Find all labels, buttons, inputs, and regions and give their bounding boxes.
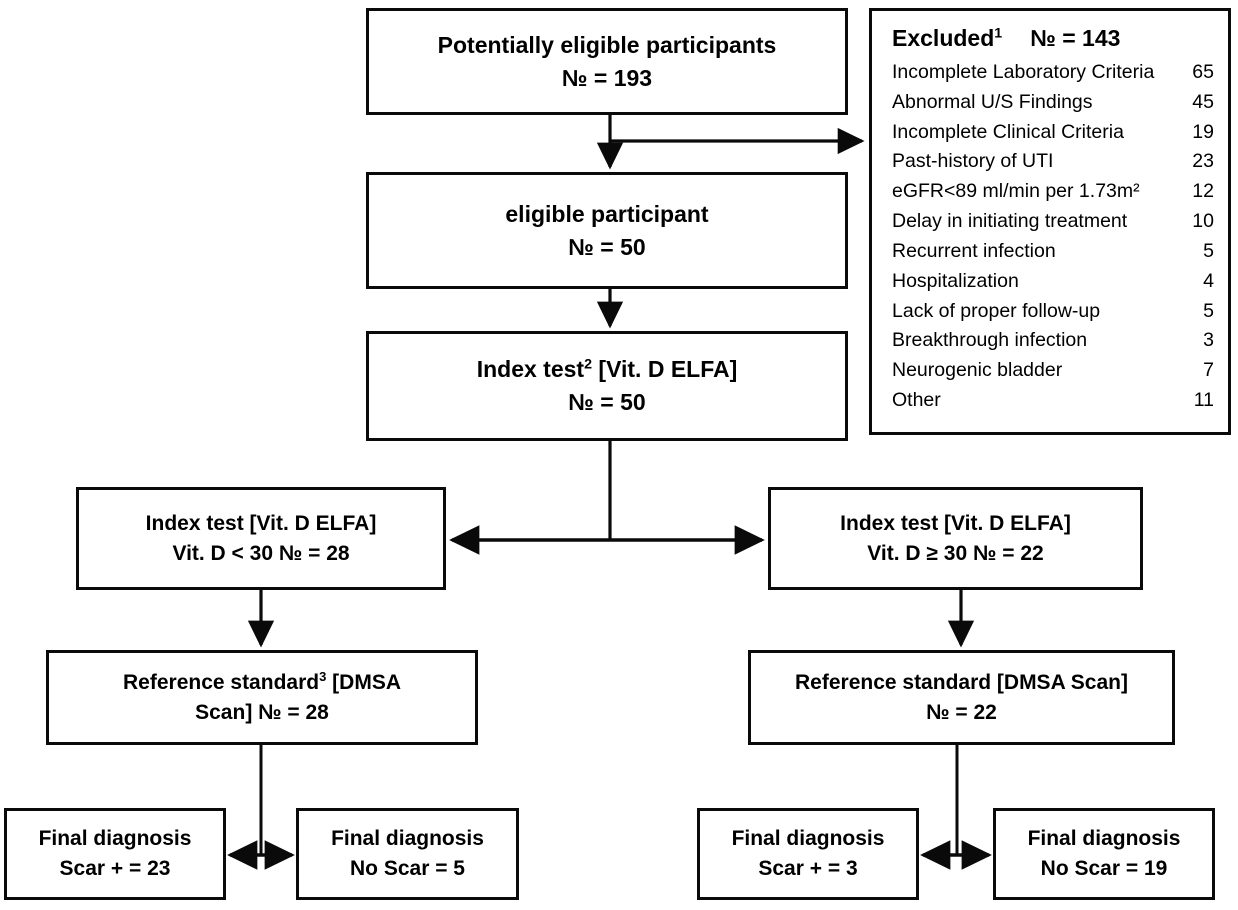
excluded-reason-count: 65 [1192,61,1214,83]
excluded-reason-row: Incomplete Clinical Criteria 19 [892,118,1214,148]
excluded-reason-label: Other [892,389,941,412]
node-line-primary: Final diagnosis [731,827,885,851]
excluded-reason-label: Hospitalization [892,269,1019,292]
excluded-reason-label: Past-history of UTI [892,150,1054,173]
excluded-reason-label: Lack of proper follow-up [892,299,1101,322]
node-line-count: № = 50 [568,389,646,415]
excluded-reason-row: Incomplete Laboratory Criteria 65 [892,58,1214,88]
excluded-reason-row: Other 11 [892,386,1214,416]
excluded-reason-row: Lack of proper follow-up 5 [892,297,1214,327]
excluded-reason-count: 3 [1203,329,1214,352]
excluded-reason-count: 10 [1192,210,1214,233]
excluded-header: Excluded1 № = 143 [892,25,1214,52]
excluded-reason-row: Abnormal U/S Findings 45 [892,88,1214,118]
node-line-primary: Potentially eligible participants [437,31,777,58]
node-line-count: No Scar = 19 [1040,857,1168,880]
node-line-primary: Reference standard [DMSA Scan] [795,670,1128,694]
footnote-marker: 2 [584,356,593,373]
excluded-reason-row: Hospitalization 4 [892,267,1214,297]
excluded-reason-label: Delay in initiating treatment [892,210,1128,233]
footnote-marker: 3 [319,668,327,684]
node-line-primary: Index test2 [Vit. D ELFA] [477,353,738,386]
node-line-count: No Scar = 5 [350,857,465,880]
node-final-diagnosis-scar-right: Final diagnosis Scar + = 3 [697,808,919,900]
excluded-reason-row: Delay in initiating treatment 10 [892,207,1214,237]
excluded-reason-count: 45 [1192,90,1214,113]
node-line-text-post: [DMSA [326,670,401,694]
excluded-reason-label: Breakthrough infection [892,329,1088,352]
excluded-reason-row: Breakthrough infection 3 [892,326,1214,356]
excluded-reason-count: 4 [1203,269,1214,292]
node-line-primary: Final diagnosis [38,827,192,851]
node-excluded-panel: Excluded1 № = 143 Incomplete Laboratory … [869,8,1231,435]
excluded-reason-count: 5 [1203,299,1214,322]
node-line-count: Scar + = 23 [59,857,171,880]
node-line-count: Scar + = 3 [758,857,858,880]
node-reference-standard-left: Reference standard3 [DMSA Scan] № = 28 [46,650,478,745]
excluded-reason-label: Recurrent infection [892,239,1056,262]
excluded-reason-count: 19 [1192,120,1214,143]
node-eligible-participant: eligible participant № = 50 [366,172,848,289]
excluded-reason-count: 23 [1192,150,1214,173]
excluded-reason-row: Past-history of UTI 23 [892,147,1214,177]
node-line-count: № = 193 [561,64,653,91]
excluded-reason-row: Neurogenic bladder 7 [892,356,1214,386]
excluded-reason-label: Abnormal U/S Findings [892,90,1093,113]
excluded-reason-label: eGFR<89 ml/min per 1.73m² [892,180,1140,203]
node-line-count: Vit. D < 30 № = 28 [172,541,350,565]
node-index-test-vitd-high: Index test [Vit. D ELFA] Vit. D ≥ 30 № =… [768,487,1143,590]
node-line-primary: Final diagnosis [1027,827,1181,851]
node-line-count: Vit. D ≥ 30 № = 22 [867,541,1044,565]
node-line-primary: eligible participant [505,200,709,227]
node-index-test: Index test2 [Vit. D ELFA] № = 50 [366,331,848,441]
excluded-reason-count: 11 [1193,389,1214,412]
excluded-reason-count: 5 [1203,239,1214,262]
excluded-label: Excluded1 [892,25,1002,52]
excluded-reason-label: Incomplete Laboratory Criteria [892,61,1155,83]
node-line-text: Reference standard [123,670,320,694]
node-final-diagnosis-noscar-right: Final diagnosis No Scar = 19 [993,808,1215,900]
node-line-primary: Reference standard3 [DMSA [123,668,401,698]
excluded-reason-count: 12 [1192,180,1214,203]
node-line-count: № = 22 [926,700,997,724]
node-line-primary: Final diagnosis [331,827,484,851]
node-line-text: Index test [476,356,585,383]
node-line-primary: Index test [Vit. D ELFA] [840,511,1071,535]
node-line-primary: Index test [Vit. D ELFA] [145,511,377,535]
node-final-diagnosis-scar-left: Final diagnosis Scar + = 23 [4,808,226,900]
node-index-test-vitd-low: Index test [Vit. D ELFA] Vit. D < 30 № =… [76,487,446,590]
excluded-reason-row: Recurrent infection 5 [892,237,1214,267]
excluded-reason-label: Incomplete Clinical Criteria [892,120,1124,143]
excluded-label-text: Excluded [892,25,995,51]
node-final-diagnosis-noscar-left: Final diagnosis No Scar = 5 [296,808,519,900]
node-potentially-eligible-participants: Potentially eligible participants № = 19… [366,8,848,115]
node-line-text-post: [Vit. D ELFA] [592,356,738,383]
excluded-reason-label: Neurogenic bladder [892,359,1063,382]
node-reference-standard-right: Reference standard [DMSA Scan] № = 22 [748,650,1175,745]
excluded-total: № = 143 [1030,25,1121,51]
excluded-reason-row: eGFR<89 ml/min per 1.73m² 12 [892,177,1214,207]
node-line-count: № = 50 [568,233,646,260]
excluded-reason-count: 7 [1203,359,1214,382]
footnote-marker: 1 [994,25,1003,42]
node-line-count: Scan] № = 28 [195,700,329,724]
